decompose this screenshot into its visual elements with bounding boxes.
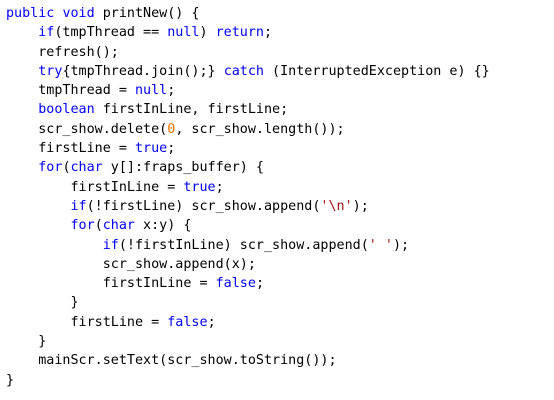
code-text: mainScr.setText(scr_show.toString()); xyxy=(38,353,337,369)
code-keyword: true xyxy=(135,141,168,157)
code-line: tmpThread = null; xyxy=(6,81,554,100)
code-string: '\n' xyxy=(320,198,353,214)
code-string: ' ' xyxy=(368,237,393,253)
code-keyword: false xyxy=(215,276,256,292)
code-text: ; xyxy=(167,141,176,157)
code-indent xyxy=(6,122,38,137)
code-keyword: char xyxy=(70,160,103,176)
code-text: scr_show.delete( xyxy=(38,121,168,137)
code-keyword: if xyxy=(38,25,55,41)
code-line: } xyxy=(6,293,554,312)
code-text: firstInLine = xyxy=(70,179,184,195)
code-line: firstInLine = false; xyxy=(6,274,554,293)
code-keyword: catch xyxy=(223,63,264,79)
code-text: scr_show.append(x); xyxy=(102,256,256,272)
code-keyword: false xyxy=(167,314,208,330)
code-text: ( xyxy=(94,218,103,234)
code-line: if(tmpThread == null) return; xyxy=(6,23,554,42)
code-line: try{tmpThread.join();} catch (Interrupte… xyxy=(6,62,554,81)
code-indent xyxy=(6,83,38,98)
code-line: } xyxy=(6,332,554,351)
code-keyword: null xyxy=(135,83,168,99)
code-text: (!firstLine) scr_show.append( xyxy=(86,198,321,214)
code-line: } xyxy=(6,371,554,390)
code-text: ; xyxy=(167,83,176,99)
code-text: } xyxy=(38,334,47,350)
code-indent xyxy=(6,315,71,330)
code-text: ( xyxy=(62,160,71,176)
code-text: y[]:fraps_buffer) { xyxy=(102,160,264,176)
code-indent xyxy=(6,102,38,117)
code-indent xyxy=(6,199,71,214)
code-text: firstInLine = xyxy=(102,276,216,292)
code-indent xyxy=(6,238,103,253)
code-keyword: void xyxy=(62,6,95,21)
code-keyword: for xyxy=(70,218,95,234)
code-keyword: true xyxy=(183,179,216,195)
code-text: ; xyxy=(264,25,273,41)
code-keyword: for xyxy=(38,160,63,176)
code-text: firstLine = xyxy=(38,141,135,157)
code-text: firstInLine, firstLine; xyxy=(94,102,289,118)
code-indent xyxy=(6,45,38,60)
code-text: ); xyxy=(352,198,369,214)
code-text: ; xyxy=(207,314,216,330)
code-text: (tmpThread == xyxy=(54,25,168,41)
code-indent xyxy=(6,25,38,40)
code-keyword: char xyxy=(102,218,135,234)
code-text: (InterruptedException e) {} xyxy=(264,63,490,79)
code-keyword: null xyxy=(167,25,200,41)
code-line: scr_show.delete(0, scr_show.length()); xyxy=(6,120,554,139)
code-indent xyxy=(6,64,38,79)
code-text: (!firstInLine) scr_show.append( xyxy=(118,237,369,253)
code-line: for(char x:y) { xyxy=(6,216,554,235)
code-keyword: if xyxy=(70,198,87,214)
code-line: firstLine = true; xyxy=(6,139,554,158)
code-indent xyxy=(6,180,71,195)
code-text: refresh(); xyxy=(38,44,119,60)
code-keyword: public xyxy=(6,6,55,21)
code-keyword: return xyxy=(215,25,264,41)
code-text: printNew() { xyxy=(94,6,200,21)
code-keyword: if xyxy=(102,237,119,253)
code-text: tmpThread = xyxy=(38,83,135,99)
code-text: ); xyxy=(392,237,410,253)
code-indent xyxy=(6,141,38,156)
code-indent xyxy=(6,334,38,349)
code-text: firstLine = xyxy=(70,314,168,330)
code-indent xyxy=(6,257,103,272)
code-line: public void printNew() { xyxy=(6,4,554,23)
code-line: if(!firstLine) scr_show.append('\n'); xyxy=(6,197,554,216)
code-line: firstInLine = true; xyxy=(6,178,554,197)
code-line: for(char y[]:fraps_buffer) { xyxy=(6,158,554,177)
code-indent xyxy=(6,295,71,310)
code-text: } xyxy=(70,295,79,311)
code-text: ; xyxy=(215,179,224,195)
code-keyword: try xyxy=(38,63,63,79)
code-indent xyxy=(6,353,38,368)
code-line: refresh(); xyxy=(6,43,554,62)
code-text: ; xyxy=(255,276,264,292)
code-line: mainScr.setText(scr_show.toString()); xyxy=(6,351,554,370)
code-text: x:y) { xyxy=(135,218,192,234)
code-number: 0 xyxy=(167,121,176,137)
code-keyword: boolean xyxy=(38,102,95,118)
code-indent xyxy=(6,276,103,291)
code-text: {tmpThread.join();} xyxy=(62,63,224,79)
code-line: boolean firstInLine, firstLine; xyxy=(6,100,554,119)
code-line: scr_show.append(x); xyxy=(6,255,554,274)
code-indent xyxy=(6,218,71,233)
code-indent xyxy=(6,160,38,175)
code-text: ) xyxy=(199,25,216,41)
code-line: if(!firstInLine) scr_show.append(' '); xyxy=(6,236,554,255)
code-text: , scr_show.length()); xyxy=(175,121,345,137)
code-text: } xyxy=(6,372,15,388)
code-line: firstLine = false; xyxy=(6,313,554,332)
